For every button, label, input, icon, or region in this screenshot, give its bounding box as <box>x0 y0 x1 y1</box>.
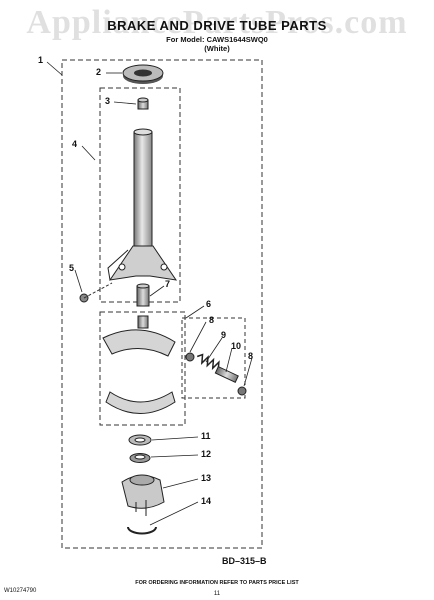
spring-assembly <box>185 352 247 396</box>
callout-11: 11 <box>201 431 211 441</box>
leader-lines <box>46 61 253 526</box>
callout-6: 6 <box>206 299 212 309</box>
callout-8-right: 8 <box>248 351 254 361</box>
cam-part <box>121 474 165 516</box>
callout-9: 9 <box>221 330 227 340</box>
document-number: W10274790 <box>4 588 37 594</box>
callout-1: 1 <box>38 55 44 65</box>
callout-5: 5 <box>69 263 75 273</box>
brake-frame <box>99 311 186 426</box>
diagram-code: BD–315–B <box>222 556 267 566</box>
retaining-ring-part <box>127 526 157 535</box>
callout-7: 7 <box>165 279 171 289</box>
outer-assembly-frame <box>61 59 263 549</box>
color-line: (White) <box>204 44 230 53</box>
screw-part <box>79 282 113 303</box>
page-title: BRAKE AND DRIVE TUBE PARTS <box>107 18 327 33</box>
brake-shoe-lower <box>105 391 176 414</box>
callout-13: 13 <box>201 473 212 483</box>
callout-4: 4 <box>72 139 78 149</box>
bearing-part <box>122 64 164 84</box>
ring-part <box>129 453 151 463</box>
callout-12: 12 <box>201 449 212 459</box>
model-line: For Model: CAWS1644SWQ0 <box>166 35 268 44</box>
ordering-info: FOR ORDERING INFORMATION REFER TO PARTS … <box>135 580 299 586</box>
callout-10: 10 <box>231 341 242 351</box>
callout-3: 3 <box>105 96 111 106</box>
nut-part <box>137 97 149 110</box>
spring-frame <box>181 317 246 399</box>
watermark: AppliancePartsPros.com <box>26 4 408 41</box>
drive-tube-part <box>107 128 178 281</box>
callout-2: 2 <box>96 67 102 77</box>
washer-part <box>128 434 152 446</box>
callout-8-left: 8 <box>209 315 215 325</box>
coupling-part <box>136 283 150 329</box>
brake-shoe-upper <box>102 329 176 357</box>
callout-14: 14 <box>201 496 212 506</box>
page-number: 11 <box>213 591 221 597</box>
